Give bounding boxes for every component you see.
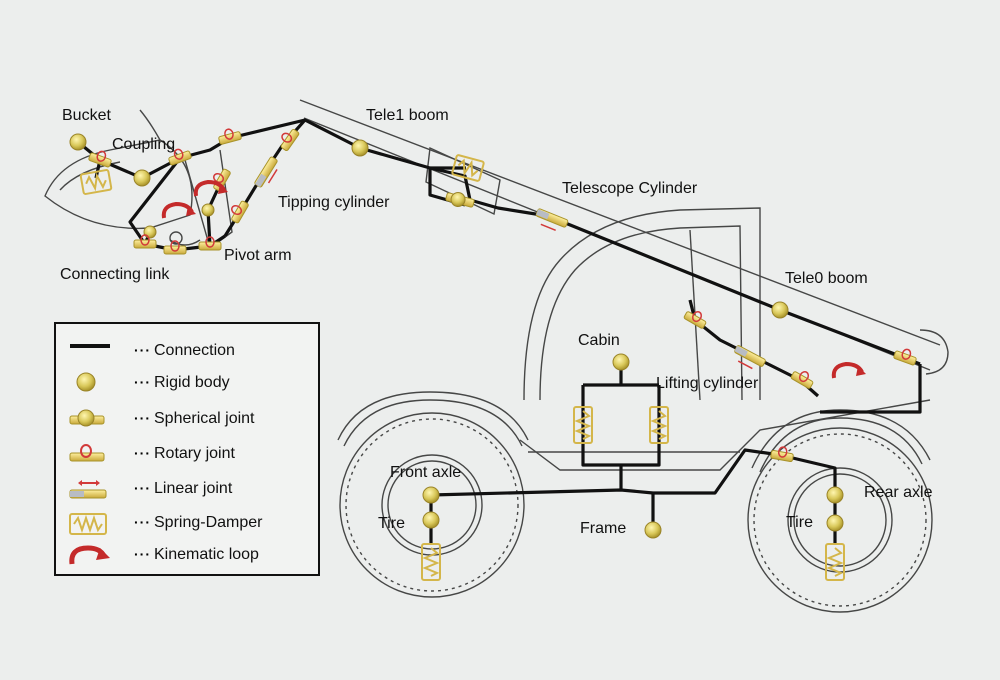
kinematic-loop-arm <box>193 179 228 197</box>
label-pivot-arm: Pivot arm <box>224 247 292 264</box>
label-tele1-boom: Tele1 boom <box>366 107 449 124</box>
spherical-joint-telescope <box>445 191 475 208</box>
legend-dots: ··· <box>134 480 151 496</box>
front-axle-rigid-body <box>422 486 440 504</box>
rotary-joint-link1 <box>133 234 157 249</box>
legend: ··· Connection ··· Rigid body ··· Spheri… <box>54 322 320 576</box>
boom-sketch <box>299 99 941 346</box>
rigid-body-icon <box>76 372 96 392</box>
rear-wheel-sketch <box>747 427 933 613</box>
legend-label: Spring-Damper <box>154 514 263 531</box>
rotary-joint-coupling <box>168 148 192 166</box>
legend-item-rotary-joint: ··· Rotary joint <box>56 439 318 471</box>
legend-label: Linear joint <box>154 480 233 497</box>
tele0-rigid-body <box>771 301 789 319</box>
spring-damper-telescope <box>451 154 485 182</box>
spring-damper-cabin-left <box>573 406 593 444</box>
linear-joint-icon <box>69 480 107 499</box>
label-cabin: Cabin <box>578 332 620 349</box>
linear-joint-telescope <box>535 208 569 231</box>
legend-label: Connection <box>154 342 235 359</box>
rotary-joint-link2 <box>163 240 187 255</box>
label-tipping-cylinder: Tipping cylinder <box>278 194 390 211</box>
label-coupling: Coupling <box>112 136 176 153</box>
rotary-joint-tipping-base <box>231 200 249 224</box>
rotary-joint-icon <box>69 444 105 462</box>
legend-item-kinematic-loop: ··· Kinematic loop <box>56 540 318 572</box>
pivot-rigid-body <box>143 225 157 239</box>
linear-joint-lifting <box>734 345 766 370</box>
legend-dots: ··· <box>134 514 151 530</box>
rotary-joint-rear-axle <box>770 446 794 463</box>
label-front-tire: Tire <box>378 515 405 532</box>
rotary-joint-link3 <box>198 236 222 251</box>
legend-dots: ··· <box>134 546 151 562</box>
linear-joint-tipping <box>254 156 278 188</box>
legend-dots: ··· <box>134 410 151 426</box>
legend-label: Rotary joint <box>154 445 235 462</box>
diagram-nodes <box>69 128 917 581</box>
legend-dots: ··· <box>134 342 151 358</box>
label-rear-tire: Tire <box>786 514 813 531</box>
spring-damper-front-tire <box>421 543 441 581</box>
legend-label: Rigid body <box>154 374 230 391</box>
label-tele0-boom: Tele0 boom <box>785 270 868 287</box>
legend-dots: ··· <box>134 445 151 461</box>
front-tire-rigid-body <box>422 511 440 529</box>
cabin-rigid-body <box>612 353 630 371</box>
kinematic-loop-bucket <box>161 201 196 219</box>
spherical-joint-icon <box>69 409 105 427</box>
label-bucket: Bucket <box>62 107 111 124</box>
coupling-rigid-body <box>133 169 151 187</box>
spring-damper-cabin-right <box>649 406 669 444</box>
label-front-axle: Front axle <box>390 464 462 481</box>
legend-dots: ··· <box>134 374 151 390</box>
legend-item-connection: ··· Connection <box>56 336 318 368</box>
label-frame: Frame <box>580 520 627 537</box>
front-fender-sketch <box>337 391 529 441</box>
kinematic-loop-boom <box>831 361 866 379</box>
frame-rigid-body <box>644 521 662 539</box>
legend-label: Kinematic loop <box>154 546 259 563</box>
kinematic-loop-icon <box>69 545 110 565</box>
tele1-rigid-body <box>351 139 369 157</box>
rotary-joint-arm <box>218 128 242 145</box>
label-telescope-cylinder: Telescope Cylinder <box>562 180 698 197</box>
rotary-joint-tipping-top <box>280 128 300 152</box>
rotary-joint-tele0 <box>893 348 917 366</box>
chassis-sketch <box>519 399 931 471</box>
bucket-rigid-body <box>69 133 87 151</box>
front-wheel-sketch <box>339 412 525 598</box>
spring-damper-icon <box>69 513 107 535</box>
rotary-joint-lift-bottom <box>790 371 814 389</box>
link-rigid-body <box>201 203 215 217</box>
label-connecting-link: Connecting link <box>60 266 170 283</box>
rotary-joint-bucket <box>88 150 112 168</box>
rear-tire-rigid-body <box>826 514 844 532</box>
spring-damper-coupling <box>79 169 113 195</box>
legend-label: Spherical joint <box>154 410 255 427</box>
rear-axle-rigid-body <box>826 486 844 504</box>
rotary-joint-lift-top <box>683 311 707 329</box>
legend-item-spring-damper: ··· Spring-Damper <box>56 508 318 540</box>
spring-damper-rear-tire <box>825 543 845 581</box>
label-lifting-cylinder: Lifting cylinder <box>656 375 759 392</box>
rear-fender-sketch <box>751 409 931 469</box>
cabin-sketch <box>523 207 761 401</box>
legend-item-linear-joint: ··· Linear joint <box>56 474 318 506</box>
label-rear-axle: Rear axle <box>864 484 933 501</box>
connection-line-icon <box>70 344 110 348</box>
legend-item-rigid-body: ··· Rigid body <box>56 368 318 400</box>
legend-item-spherical-joint: ··· Spherical joint <box>56 404 318 436</box>
